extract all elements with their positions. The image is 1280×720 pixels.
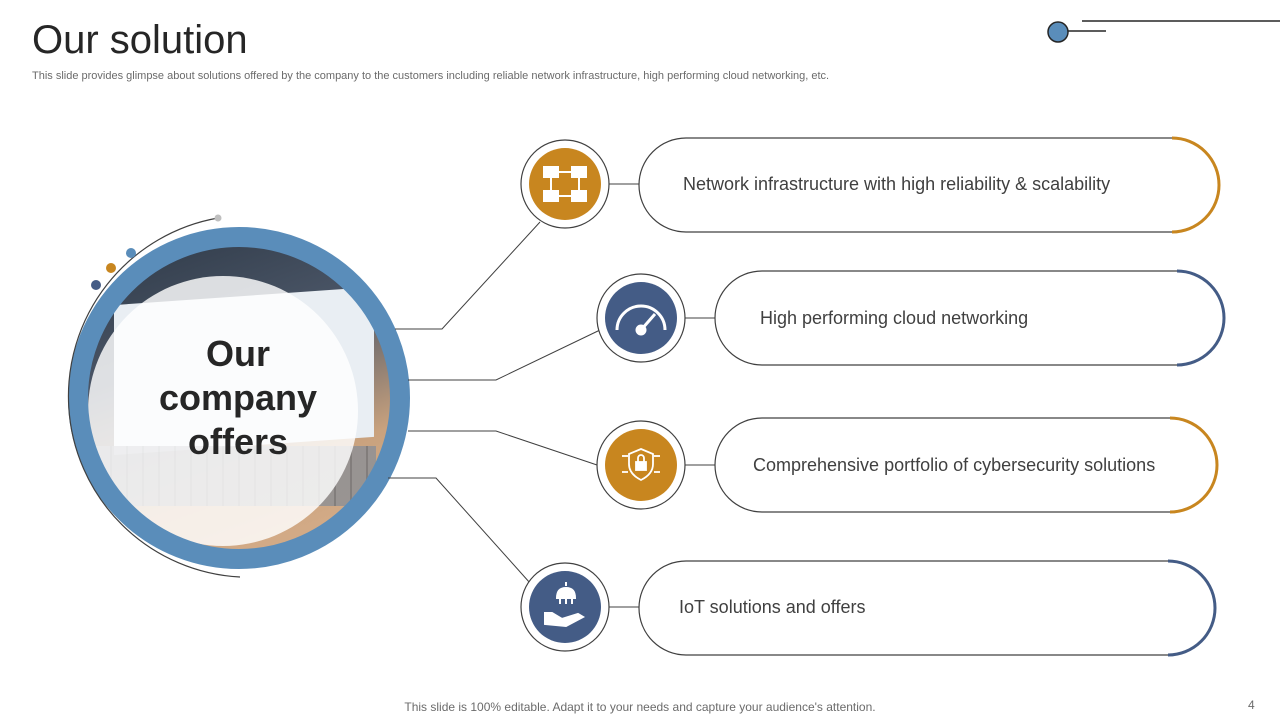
network-icon xyxy=(543,166,587,202)
connector-line-2 xyxy=(408,329,601,381)
connector-line-1 xyxy=(395,221,541,330)
solution-item-3 xyxy=(596,416,1219,514)
slide-footer: This slide is 100% editable. Adapt it to… xyxy=(404,700,876,714)
solution-item-2-text: High performing cloud networking xyxy=(760,308,1029,328)
shield-lock-icon xyxy=(622,448,660,482)
solution-item-4 xyxy=(520,559,1217,657)
laptop-photo xyxy=(86,246,392,552)
solution-item-4-text: IoT solutions and offers xyxy=(679,597,866,617)
center-ring xyxy=(68,227,410,569)
solution-item-1-text: Network infrastructure with high reliabi… xyxy=(683,174,1111,194)
top-dot-icon xyxy=(1047,21,1069,43)
iot-hand-icon xyxy=(544,582,586,628)
center-label: Our company offers xyxy=(108,332,368,464)
arc-dot-navy xyxy=(91,280,101,290)
arc-dot-blue xyxy=(126,248,136,258)
photo-overlay xyxy=(88,276,358,546)
solution-item-3-text: Comprehensive portfolio of cybersecurity… xyxy=(753,455,1156,475)
solution-item-2 xyxy=(596,269,1226,367)
solution-item-1 xyxy=(520,136,1221,234)
center-label-line-1: Our xyxy=(205,333,270,374)
arc-dot-grey xyxy=(214,214,222,222)
slide-title: Our solution xyxy=(32,18,248,62)
arc-dot-orange xyxy=(106,263,116,273)
speedometer-icon xyxy=(615,304,667,336)
page-number: 4 xyxy=(1248,698,1255,712)
connector-line-3 xyxy=(408,430,601,467)
slide-subtitle: This slide provides glimpse about soluti… xyxy=(32,70,830,82)
center-label-line-2: company xyxy=(158,377,318,418)
outer-arc xyxy=(67,217,241,578)
center-label-line-3: offers xyxy=(187,421,289,462)
connector-line-4 xyxy=(388,477,531,584)
